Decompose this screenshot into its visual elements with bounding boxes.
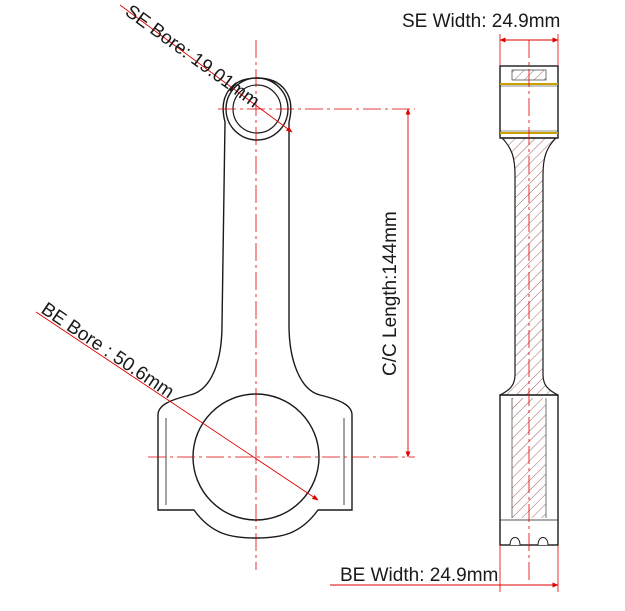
be-width-label: BE Width: 24.9mm: [340, 565, 498, 586]
side-view: SE Width: 24.9mm BE Width: 24.9mm: [330, 11, 560, 592]
bolt-notch-left: [509, 537, 521, 546]
se-bore-label: SE Bore: 19.01mm: [121, 1, 263, 112]
se-bore-leader-line: [119, 4, 293, 133]
rod-outline: [157, 77, 353, 539]
front-view: C/C Length:144mm SE Bore: 19.01mm BE Bor…: [35, 1, 415, 570]
bolt-notch-right: [537, 537, 549, 546]
be-bore-label: BE Bore : 50.6mm: [37, 299, 177, 403]
be-bore-leader-line: [35, 311, 319, 501]
se-width-label: SE Width: 24.9mm: [402, 11, 560, 32]
cc-length-label: C/C Length:144mm: [380, 211, 401, 376]
